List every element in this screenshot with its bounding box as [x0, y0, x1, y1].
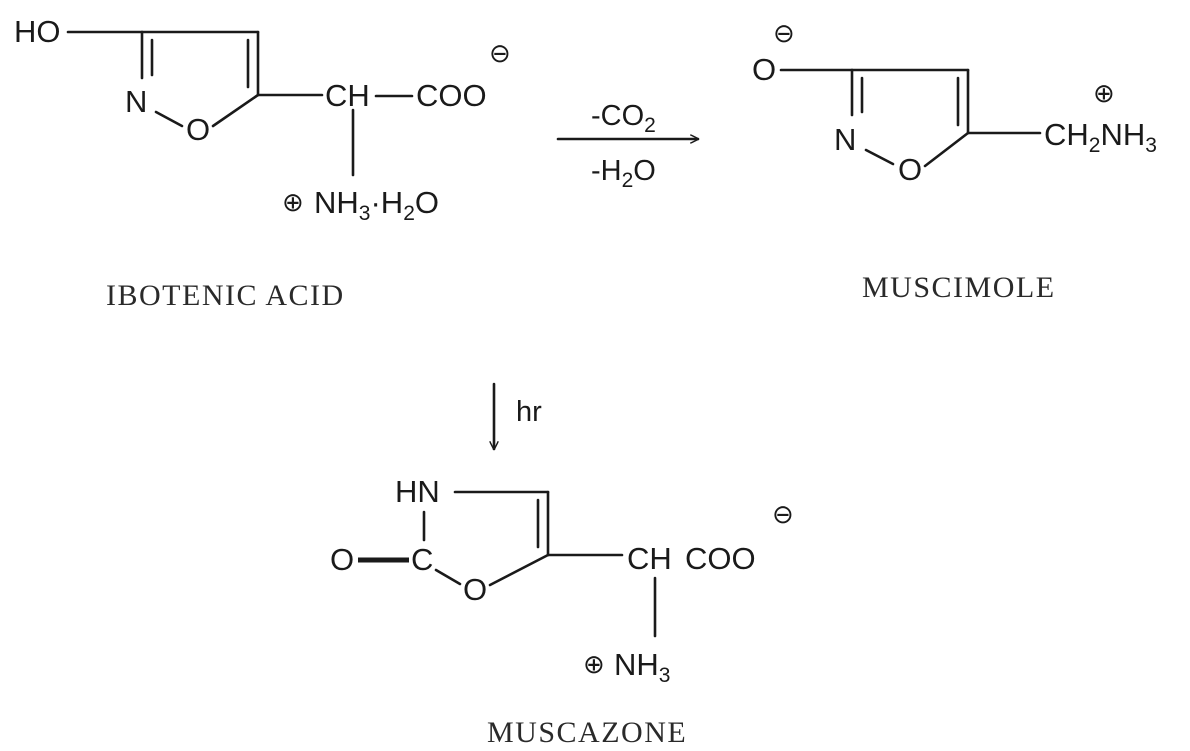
muscimole-ring-o-c5 [923, 131, 970, 168]
ibotenic-hydrate-o-text: O [415, 185, 439, 220]
ibotenic-positive-charge: ⊕ [282, 188, 304, 218]
ibotenic-n-label: N [125, 84, 147, 119]
ibotenic-nh3-hydrate-label: NH3·H2O [314, 185, 439, 225]
muscazone-ring-o-c5 [488, 553, 550, 587]
muscimole-nh-subscript: 3 [1145, 134, 1157, 157]
muscimole-structure: ⊖ O N O ⊕ CH2NH3 MUSCIMOLE [752, 19, 1157, 304]
muscazone-c-label: C [411, 542, 433, 577]
muscazone-coo-label: COO [685, 541, 756, 576]
ibotenic-ring-n-o [154, 110, 184, 128]
reagent-co2-text: -CO [591, 100, 644, 132]
reagent-h2o-subscript: 2 [622, 169, 634, 192]
muscazone-nh3-label: NH3 [614, 647, 670, 687]
muscimole-nh-text: NH [1100, 117, 1145, 152]
ibotenic-negative-charge: ⊖ [489, 39, 511, 69]
muscazone-hn-label: HN [395, 474, 440, 509]
muscimole-n-label: N [834, 122, 856, 157]
ibotenic-hydrate-subscript: 2 [403, 202, 415, 225]
muscazone-caption: MUSCAZONE [487, 716, 687, 749]
reagent-co2-subscript: 2 [644, 114, 656, 137]
muscimole-o-label: O [752, 52, 776, 87]
muscimole-ch2nh3-label: CH2NH3 [1044, 117, 1157, 157]
muscimole-ch-subscript: 2 [1089, 134, 1101, 157]
muscazone-carbonyl-o-label: O [330, 542, 354, 577]
ibotenic-ring-o-c5 [211, 93, 260, 128]
ibotenic-nh-subscript: 3 [359, 202, 371, 225]
muscazone-positive-charge: ⊕ [583, 650, 605, 680]
muscimole-caption: MUSCIMOLE [862, 271, 1056, 304]
muscimole-ch-text: CH [1044, 117, 1089, 152]
ibotenic-ch-label: CH [325, 78, 370, 113]
reaction-arrow-decarboxylation: -CO2 -H2O [556, 100, 700, 192]
muscazone-ring-o-label: O [463, 572, 487, 607]
muscazone-structure: HN C O O CH COO ⊖ ⊕ NH3 MUSCAZONE [330, 474, 794, 749]
muscimole-ring-n-o [864, 148, 895, 166]
reagent-h2o-label: -H2O [591, 155, 656, 192]
ibotenic-hydrate-text: ·H [370, 185, 403, 220]
reagent-hr-label: hr [516, 396, 542, 428]
ibotenic-coo-label: COO [416, 78, 487, 113]
muscazone-negative-charge: ⊖ [772, 500, 794, 530]
ibotenic-acid-structure: HO N O CH COO ⊖ ⊕ NH3·H2O IBOTENIC ACID [14, 14, 511, 312]
reaction-arrow-photolysis: hr [494, 382, 542, 451]
muscimole-ring-o-label: O [898, 152, 922, 187]
muscazone-nh-subscript: 3 [659, 664, 671, 687]
ibotenic-ring-o-label: O [186, 112, 210, 147]
reagent-h2o-end: O [633, 155, 656, 187]
reagent-co2-label: -CO2 [591, 100, 656, 137]
reagent-h2o-text: -H [591, 155, 622, 187]
muscimole-negative-charge: ⊖ [773, 19, 795, 49]
ibotenic-acid-caption: IBOTENIC ACID [106, 279, 345, 312]
muscazone-ch-label: CH [627, 541, 672, 576]
ibotenic-nh-text: NH [314, 185, 359, 220]
muscazone-nh-text: NH [614, 647, 659, 682]
muscazone-ring-c2-o [434, 568, 462, 586]
ibotenic-ho-label: HO [14, 14, 61, 49]
muscimole-positive-charge: ⊕ [1093, 79, 1115, 109]
